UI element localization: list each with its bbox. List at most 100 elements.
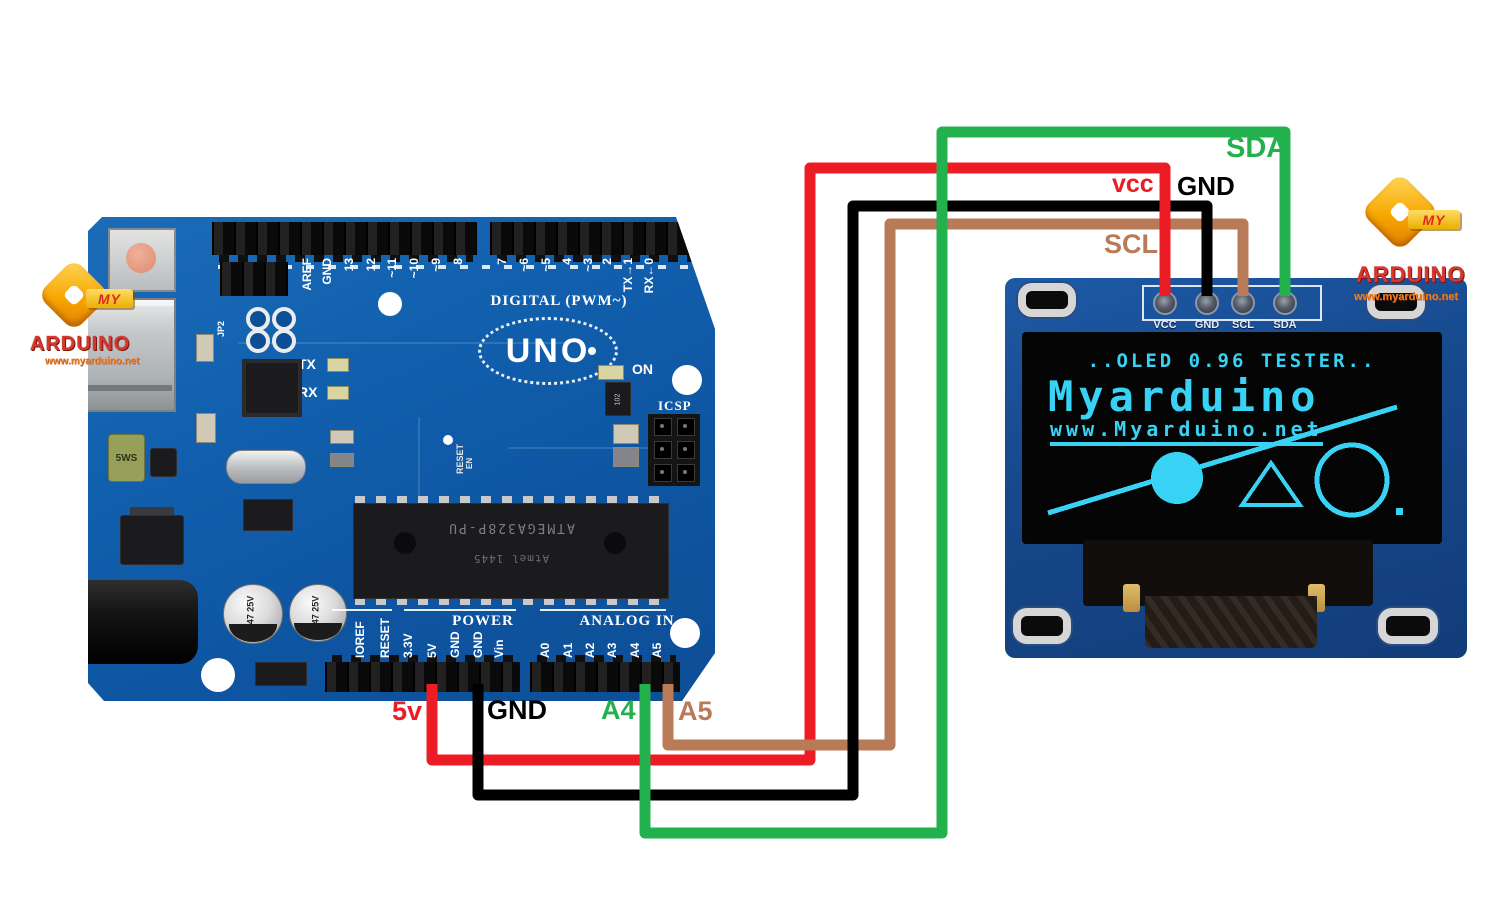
wire-a5-scl — [662, 218, 1249, 751]
label-5v: 5v — [392, 696, 423, 726]
wire-gnd-gnd — [472, 200, 1213, 801]
crystal-oscillator — [226, 450, 306, 484]
power-header — [325, 655, 520, 692]
power-caption: POWER — [452, 613, 514, 629]
oled-mounting-hole — [1367, 285, 1425, 319]
on-label: ON — [632, 361, 653, 377]
rx-label: RX — [298, 384, 318, 400]
icsp-pin — [677, 441, 695, 459]
oled-screen-graphics — [1047, 404, 1403, 518]
oled-pin-label-sda: SDA — [1273, 319, 1297, 331]
mcu-legs-top — [353, 496, 667, 505]
usb-serial-chip — [245, 362, 299, 414]
jp2-hole — [246, 307, 270, 331]
dc-power-jack — [88, 580, 198, 664]
logo-my-banner: MY — [1408, 210, 1460, 229]
oled-pin-label-vcc: VCC — [1153, 319, 1177, 331]
icsp-pin — [654, 441, 672, 459]
smd-component — [330, 453, 354, 467]
chip-dimple — [604, 532, 626, 554]
myarduino-logo-left: MY ARDUINO www.myarduino.net — [30, 255, 160, 375]
tx-label: TX — [298, 356, 316, 372]
oled-screen-url: www.Myarduino.net — [1050, 417, 1323, 446]
analog-caption: ANALOG IN — [579, 613, 675, 629]
label-gnd-bottom: GND — [487, 695, 547, 725]
oled-mounting-hole — [1018, 283, 1076, 317]
usb-connector-seam — [88, 385, 172, 391]
via-dot — [443, 435, 453, 445]
reset-button-cap[interactable] — [126, 243, 156, 273]
triangle-graphic — [1238, 459, 1304, 507]
oled-screen-title: ..OLED 0.96 TESTER.. — [1087, 350, 1377, 372]
oled-pin-box — [1142, 285, 1322, 321]
circle-outline-graphic — [1314, 442, 1390, 518]
icsp-label: ICSP — [658, 398, 692, 413]
logo-url-text: www.myarduino.net — [1354, 291, 1459, 303]
mounting-hole — [378, 292, 402, 316]
arduino-uno-board: JP2 AREF GND 13 12 ~11 ~10 ~9 8 7 ~6 ~5 … — [88, 217, 715, 701]
oled-pin-label-gnd: GND — [1194, 319, 1220, 331]
analog-header — [530, 655, 680, 692]
pixel-dot-graphic — [1396, 508, 1403, 515]
fuse-label: 5WS — [115, 452, 138, 464]
digital-header-left — [212, 222, 477, 262]
chip-dimple — [394, 532, 416, 554]
icsp-pin — [677, 418, 695, 436]
transistor — [150, 448, 177, 477]
smd-component — [255, 662, 307, 686]
logo-brand-text: ARDUINO — [30, 333, 131, 355]
silk-line — [332, 609, 392, 611]
voltage-regulator — [120, 515, 184, 565]
icsp-header — [648, 414, 700, 486]
silk-line — [540, 609, 666, 611]
rx-led — [327, 386, 349, 400]
oled-mounting-hole — [1378, 608, 1438, 644]
label-a5: A5 — [678, 696, 713, 726]
label-vcc: vcc — [1112, 170, 1154, 198]
gold-clip — [1123, 584, 1140, 612]
label-scl: SCL — [1104, 229, 1158, 259]
digital-caption: DIGITAL (PWM~) — [490, 293, 628, 309]
icsp-pin — [677, 464, 695, 482]
silk-line — [404, 609, 516, 611]
usb-connector — [88, 298, 176, 412]
resistor-pack: 102 — [605, 382, 631, 416]
icsp-pin — [654, 418, 672, 436]
mcu-legs-bottom — [353, 596, 667, 605]
mounting-hole — [201, 658, 235, 692]
diagonal-line-graphic — [1047, 404, 1398, 516]
oled-module: VCC GND SCL SDA ..OLED 0.96 TESTER.. Mya… — [1005, 278, 1467, 658]
mounting-hole — [672, 365, 702, 395]
tx-led — [327, 358, 349, 372]
power-led — [598, 365, 624, 380]
smd-component — [330, 430, 354, 444]
jp2-hole — [246, 329, 270, 353]
logo-url-text: www.myarduino.net — [45, 356, 140, 367]
logo-my-banner: MY — [86, 289, 133, 308]
uno-oval: UNO — [478, 317, 618, 385]
oled-screen-brand: Myarduino — [1048, 372, 1321, 421]
myarduino-logo-right: MY ARDUINO www.myarduino.net — [1348, 172, 1478, 313]
logo-my-text: MY — [1422, 211, 1446, 228]
oled-mounting-hole — [1013, 608, 1071, 644]
wire-5v-vcc-lower — [426, 505, 816, 766]
label-sda: SDA — [1226, 132, 1288, 164]
smd-component — [196, 334, 214, 362]
reset-button[interactable] — [108, 228, 176, 292]
smd-component — [196, 413, 216, 443]
mounting-hole — [670, 618, 700, 648]
board-name: UNO — [505, 331, 591, 370]
smd-component — [613, 447, 639, 467]
label-a4: A4 — [601, 695, 636, 725]
silkscreen-dashes — [218, 265, 696, 269]
digital-header-right — [490, 222, 702, 262]
jp2-header — [220, 262, 288, 296]
electrolytic-capacitor — [289, 584, 347, 642]
pcb-trace — [508, 447, 688, 449]
fuse: 5WS — [108, 434, 145, 482]
soic8-chip — [243, 499, 293, 531]
label-gnd-top: GND — [1177, 171, 1235, 201]
oled-screen: ..OLED 0.96 TESTER.. Myarduino www.Myard… — [1022, 332, 1442, 544]
oled-pin-label-scl: SCL — [1232, 319, 1254, 331]
